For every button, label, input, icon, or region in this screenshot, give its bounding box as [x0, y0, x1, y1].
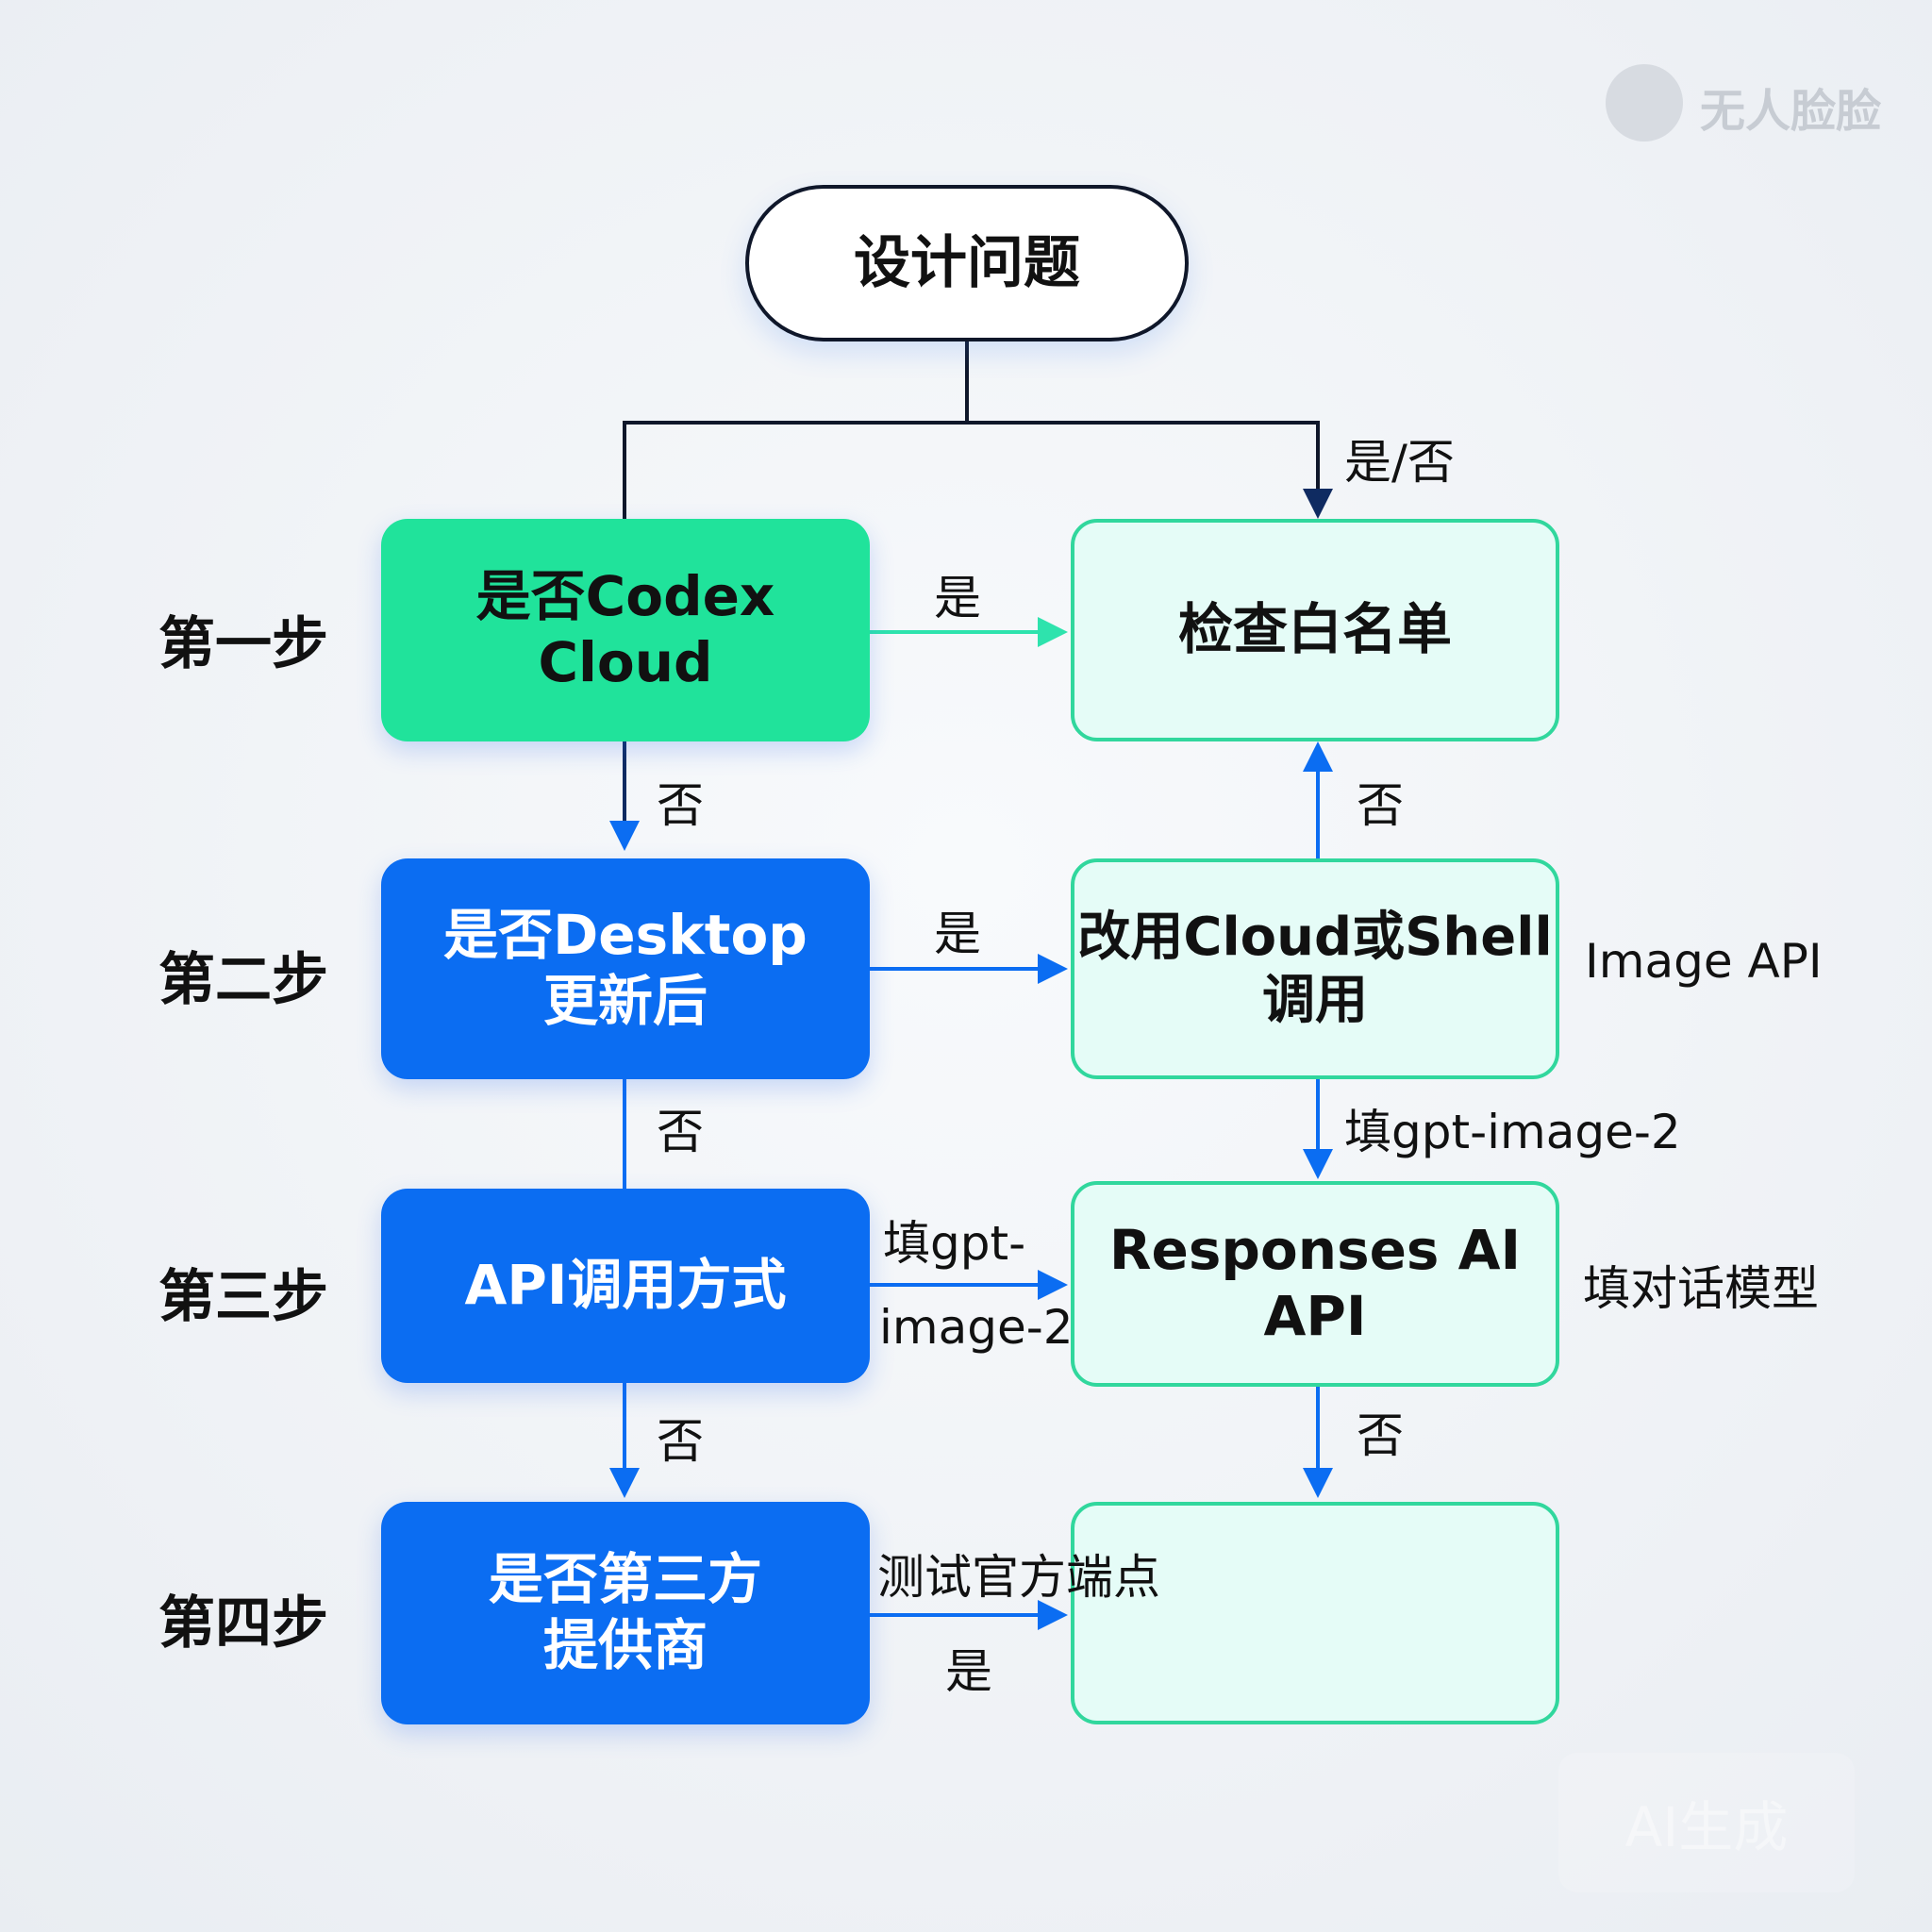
third-party-node: 是否第三方 提供商 — [381, 1502, 870, 1724]
responses-no-label: 否 — [1357, 1408, 1404, 1463]
desktop-yes-label: 是 — [934, 907, 981, 961]
codex-no-label: 否 — [657, 778, 704, 833]
api-method-node: API调用方式 — [381, 1189, 870, 1383]
start-label: 设计问题 — [854, 230, 1080, 296]
watermark-name: 无人脸脸 — [1700, 85, 1882, 138]
fill-gpt-part1-label: 填gpt- — [883, 1216, 1026, 1271]
third-party-node-line-2: 提供商 — [542, 1613, 708, 1677]
fill-gpt-label: 填gpt-image-2 — [1344, 1105, 1681, 1159]
cloud-shell-node-line-2: 调用 — [1262, 970, 1368, 1031]
third-yes-label: 是 — [945, 1644, 992, 1699]
desktop-node-line-1: 是否Desktop — [443, 903, 808, 968]
desktop-node: 是否Desktop 更新后 — [381, 858, 870, 1079]
fill-gpt-part2-label: image-2 — [879, 1300, 1074, 1355]
step-3-label: 第三步 — [158, 1264, 328, 1330]
api-no-label: 否 — [657, 1414, 704, 1469]
step-1-label: 第一步 — [158, 611, 328, 677]
image-api-note: Image API — [1585, 934, 1823, 989]
codex-cloud-node: 是否Codex Cloud — [381, 519, 870, 741]
desktop-no-label: 否 — [657, 1105, 704, 1159]
step-2-label: 第二步 — [158, 947, 328, 1013]
desktop-node-line-2: 更新后 — [542, 969, 708, 1033]
cloud-shell-node: 改用Cloud或Shell 调用 — [1071, 858, 1559, 1079]
cloud-shell-no-label: 否 — [1357, 778, 1404, 833]
start-node: 设计问题 — [745, 185, 1189, 341]
codex-node-line-2: Cloud — [538, 630, 713, 694]
official-endpoint-node — [1071, 1502, 1559, 1724]
responses-node-line-1: Responses AI — [1108, 1218, 1522, 1283]
codex-node-line-1: 是否Codex — [475, 564, 775, 629]
third-party-node-line-1: 是否第三方 — [488, 1547, 762, 1612]
step-4-label: 第四步 — [158, 1591, 328, 1657]
responses-node-line-2: API — [1263, 1284, 1367, 1348]
whitelist-node-line: 检查白名单 — [1177, 597, 1452, 662]
test-endpoint-label: 测试官方端点 — [877, 1550, 1160, 1605]
api-method-node-line: API调用方式 — [464, 1253, 787, 1318]
yes-no-label: 是/否 — [1344, 435, 1455, 490]
connector-start-left — [623, 421, 967, 519]
whitelist-node: 检查白名单 — [1071, 519, 1559, 741]
responses-api-node: Responses AI API — [1071, 1181, 1559, 1387]
ai-generated-badge: AI生成 — [1558, 1753, 1855, 1892]
codex-yes-label: 是 — [934, 571, 981, 625]
cloud-shell-node-line-1: 改用Cloud或Shell — [1077, 906, 1553, 968]
face-logo-icon — [1606, 64, 1683, 142]
connector-start-right — [967, 421, 1333, 519]
chat-model-note: 填对话模型 — [1583, 1261, 1819, 1316]
